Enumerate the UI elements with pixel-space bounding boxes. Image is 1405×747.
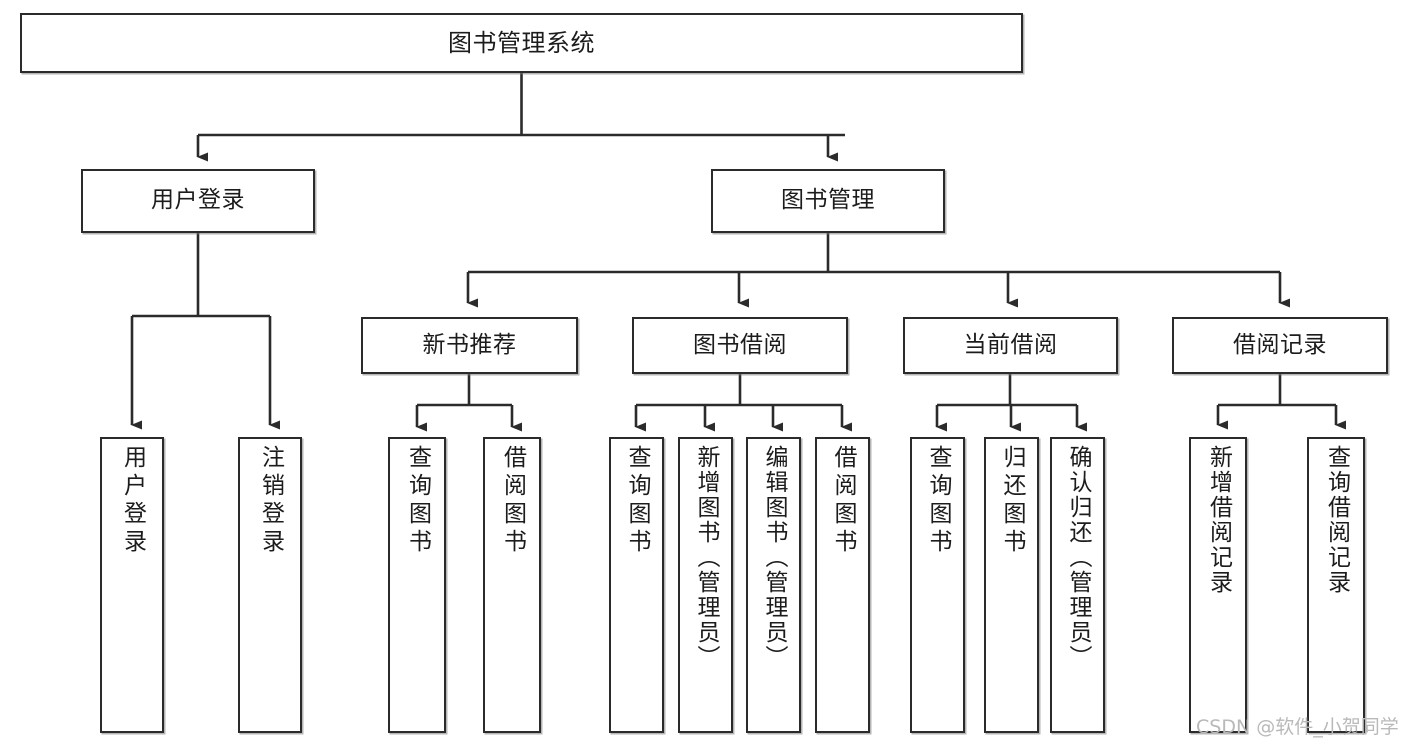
- node-leaf-user-logout-label: 注销登录: [257, 445, 284, 557]
- node-new-book-rec-label: 新书推荐: [422, 331, 517, 358]
- node-leaf-add-record[interactable]: 新增借阅记录: [1189, 437, 1247, 733]
- node-current-borrow-label: 当前借阅: [963, 331, 1058, 358]
- node-leaf-query-record[interactable]: 查询借阅记录: [1307, 437, 1365, 733]
- node-book-borrow-label: 图书借阅: [693, 331, 787, 358]
- node-leaf-borrow-book-1-label: 借阅图书: [499, 445, 526, 557]
- node-leaf-edit-book[interactable]: 编辑图书（管理员）: [746, 437, 801, 733]
- node-leaf-query-book-3[interactable]: 查询图书: [910, 437, 965, 733]
- node-book-manage[interactable]: 图书管理: [711, 169, 945, 233]
- node-new-book-rec[interactable]: 新书推荐: [361, 317, 578, 374]
- node-user-login[interactable]: 用户登录: [81, 169, 315, 233]
- node-leaf-query-book-2-label: 查询图书: [624, 445, 650, 557]
- node-leaf-borrow-book-2-label: 借阅图书: [830, 445, 856, 557]
- node-leaf-user-login-label: 用户登录: [119, 445, 146, 557]
- csdn-watermark: CSDN @软件_小贺同学: [1196, 712, 1399, 739]
- node-leaf-add-book-label: 新增图书（管理员）: [693, 445, 719, 670]
- node-book-borrow[interactable]: 图书借阅: [632, 317, 848, 374]
- node-borrow-record[interactable]: 借阅记录: [1172, 317, 1388, 374]
- node-leaf-query-book-2[interactable]: 查询图书: [609, 437, 664, 733]
- node-leaf-add-book[interactable]: 新增图书（管理员）: [678, 437, 733, 733]
- node-root-label: 图书管理系统: [448, 28, 595, 57]
- node-leaf-user-logout[interactable]: 注销登录: [238, 437, 302, 733]
- node-leaf-query-book-1-label: 查询图书: [404, 445, 431, 557]
- csdn-watermark-text: CSDN @软件_小贺同学: [1196, 716, 1399, 738]
- node-user-login-label: 用户登录: [151, 187, 245, 214]
- node-leaf-user-login[interactable]: 用户登录: [100, 437, 164, 733]
- node-leaf-return-book[interactable]: 归还图书: [984, 437, 1039, 733]
- node-leaf-query-record-label: 查询借阅记录: [1323, 445, 1350, 595]
- node-book-manage-label: 图书管理: [781, 187, 875, 214]
- node-leaf-confirm-return-label: 确认归还（管理员）: [1065, 445, 1091, 670]
- node-borrow-record-label: 借阅记录: [1233, 331, 1327, 358]
- node-leaf-borrow-book-2[interactable]: 借阅图书: [815, 437, 870, 733]
- node-leaf-borrow-book-1[interactable]: 借阅图书: [483, 437, 541, 733]
- node-leaf-return-book-label: 归还图书: [999, 445, 1025, 557]
- node-leaf-query-book-1[interactable]: 查询图书: [388, 437, 446, 733]
- node-current-borrow[interactable]: 当前借阅: [903, 317, 1118, 374]
- node-leaf-confirm-return[interactable]: 确认归还（管理员）: [1050, 437, 1105, 733]
- node-leaf-query-book-3-label: 查询图书: [925, 445, 951, 557]
- node-root[interactable]: 图书管理系统: [20, 13, 1023, 73]
- node-leaf-add-record-label: 新增借阅记录: [1205, 445, 1232, 595]
- node-leaf-edit-book-label: 编辑图书（管理员）: [761, 445, 787, 670]
